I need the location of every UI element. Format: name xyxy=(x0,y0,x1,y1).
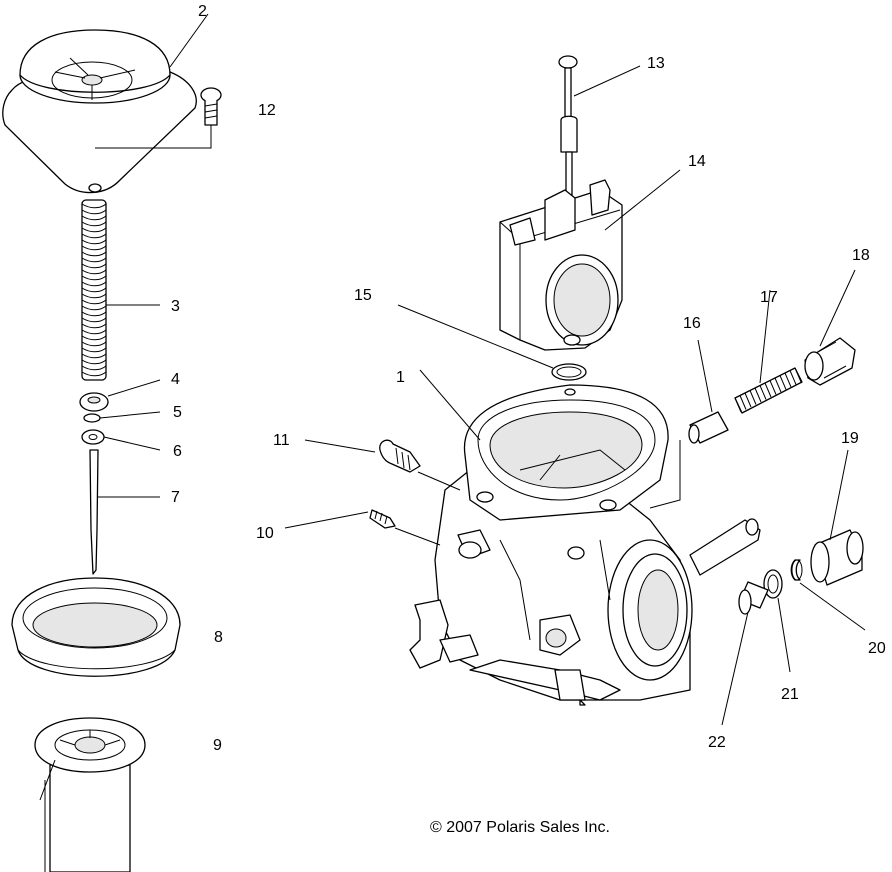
callout-16: 16 xyxy=(683,315,701,332)
callout-5: 5 xyxy=(173,404,182,421)
callout-18: 18 xyxy=(852,247,870,264)
callout-21: 21 xyxy=(781,686,799,703)
part-6-washer xyxy=(81,429,161,451)
part-5-clip xyxy=(83,411,161,423)
part-3-spring xyxy=(81,199,160,381)
callout-8: 8 xyxy=(214,629,223,646)
part-13-pin xyxy=(558,55,641,201)
part-21-washer xyxy=(763,569,791,673)
callout-12: 12 xyxy=(258,102,276,119)
callout-3: 3 xyxy=(171,298,180,315)
part-17-spring xyxy=(734,289,803,414)
callout-22: 22 xyxy=(708,734,726,751)
callout-1: 1 xyxy=(396,369,405,386)
callout-17: 17 xyxy=(760,289,778,306)
callout-9: 9 xyxy=(213,737,222,754)
part-4-retainer xyxy=(79,379,161,412)
part-12-screw xyxy=(95,87,222,149)
part-11-fitting xyxy=(304,439,461,491)
leader-2 xyxy=(169,13,209,68)
callout-20: 20 xyxy=(868,640,886,657)
callout-2: 2 xyxy=(198,3,207,20)
callout-10: 10 xyxy=(256,525,274,542)
callout-7: 7 xyxy=(171,489,180,506)
part-20-clip xyxy=(790,559,866,631)
part-16-plunger xyxy=(649,339,729,509)
callout-13: 13 xyxy=(647,55,665,72)
callout-15: 15 xyxy=(354,287,372,304)
part-14-cover xyxy=(499,169,681,351)
callout-labels: 1 2 3 4 5 6 7 8 9 10 11 12 13 14 15 16 1… xyxy=(171,3,886,754)
part-10-screw xyxy=(284,509,441,546)
part-19-cap xyxy=(810,449,864,586)
callout-6: 6 xyxy=(173,443,182,460)
callout-11: 11 xyxy=(273,432,290,449)
part-9-slide xyxy=(34,717,146,872)
part-22-sleeve xyxy=(721,581,769,726)
part-18-nut xyxy=(804,269,856,386)
part-2-top-cap xyxy=(2,29,197,194)
callout-14: 14 xyxy=(688,153,706,170)
callout-4: 4 xyxy=(171,371,180,388)
part-8-diaphragm xyxy=(11,577,181,677)
copyright-notice: © 2007 Polaris Sales Inc. xyxy=(430,819,610,836)
part-15-o-ring xyxy=(397,304,587,381)
callout-19: 19 xyxy=(841,430,859,447)
part-1-carburetor-body xyxy=(409,369,761,706)
part-7-needle xyxy=(89,449,160,575)
